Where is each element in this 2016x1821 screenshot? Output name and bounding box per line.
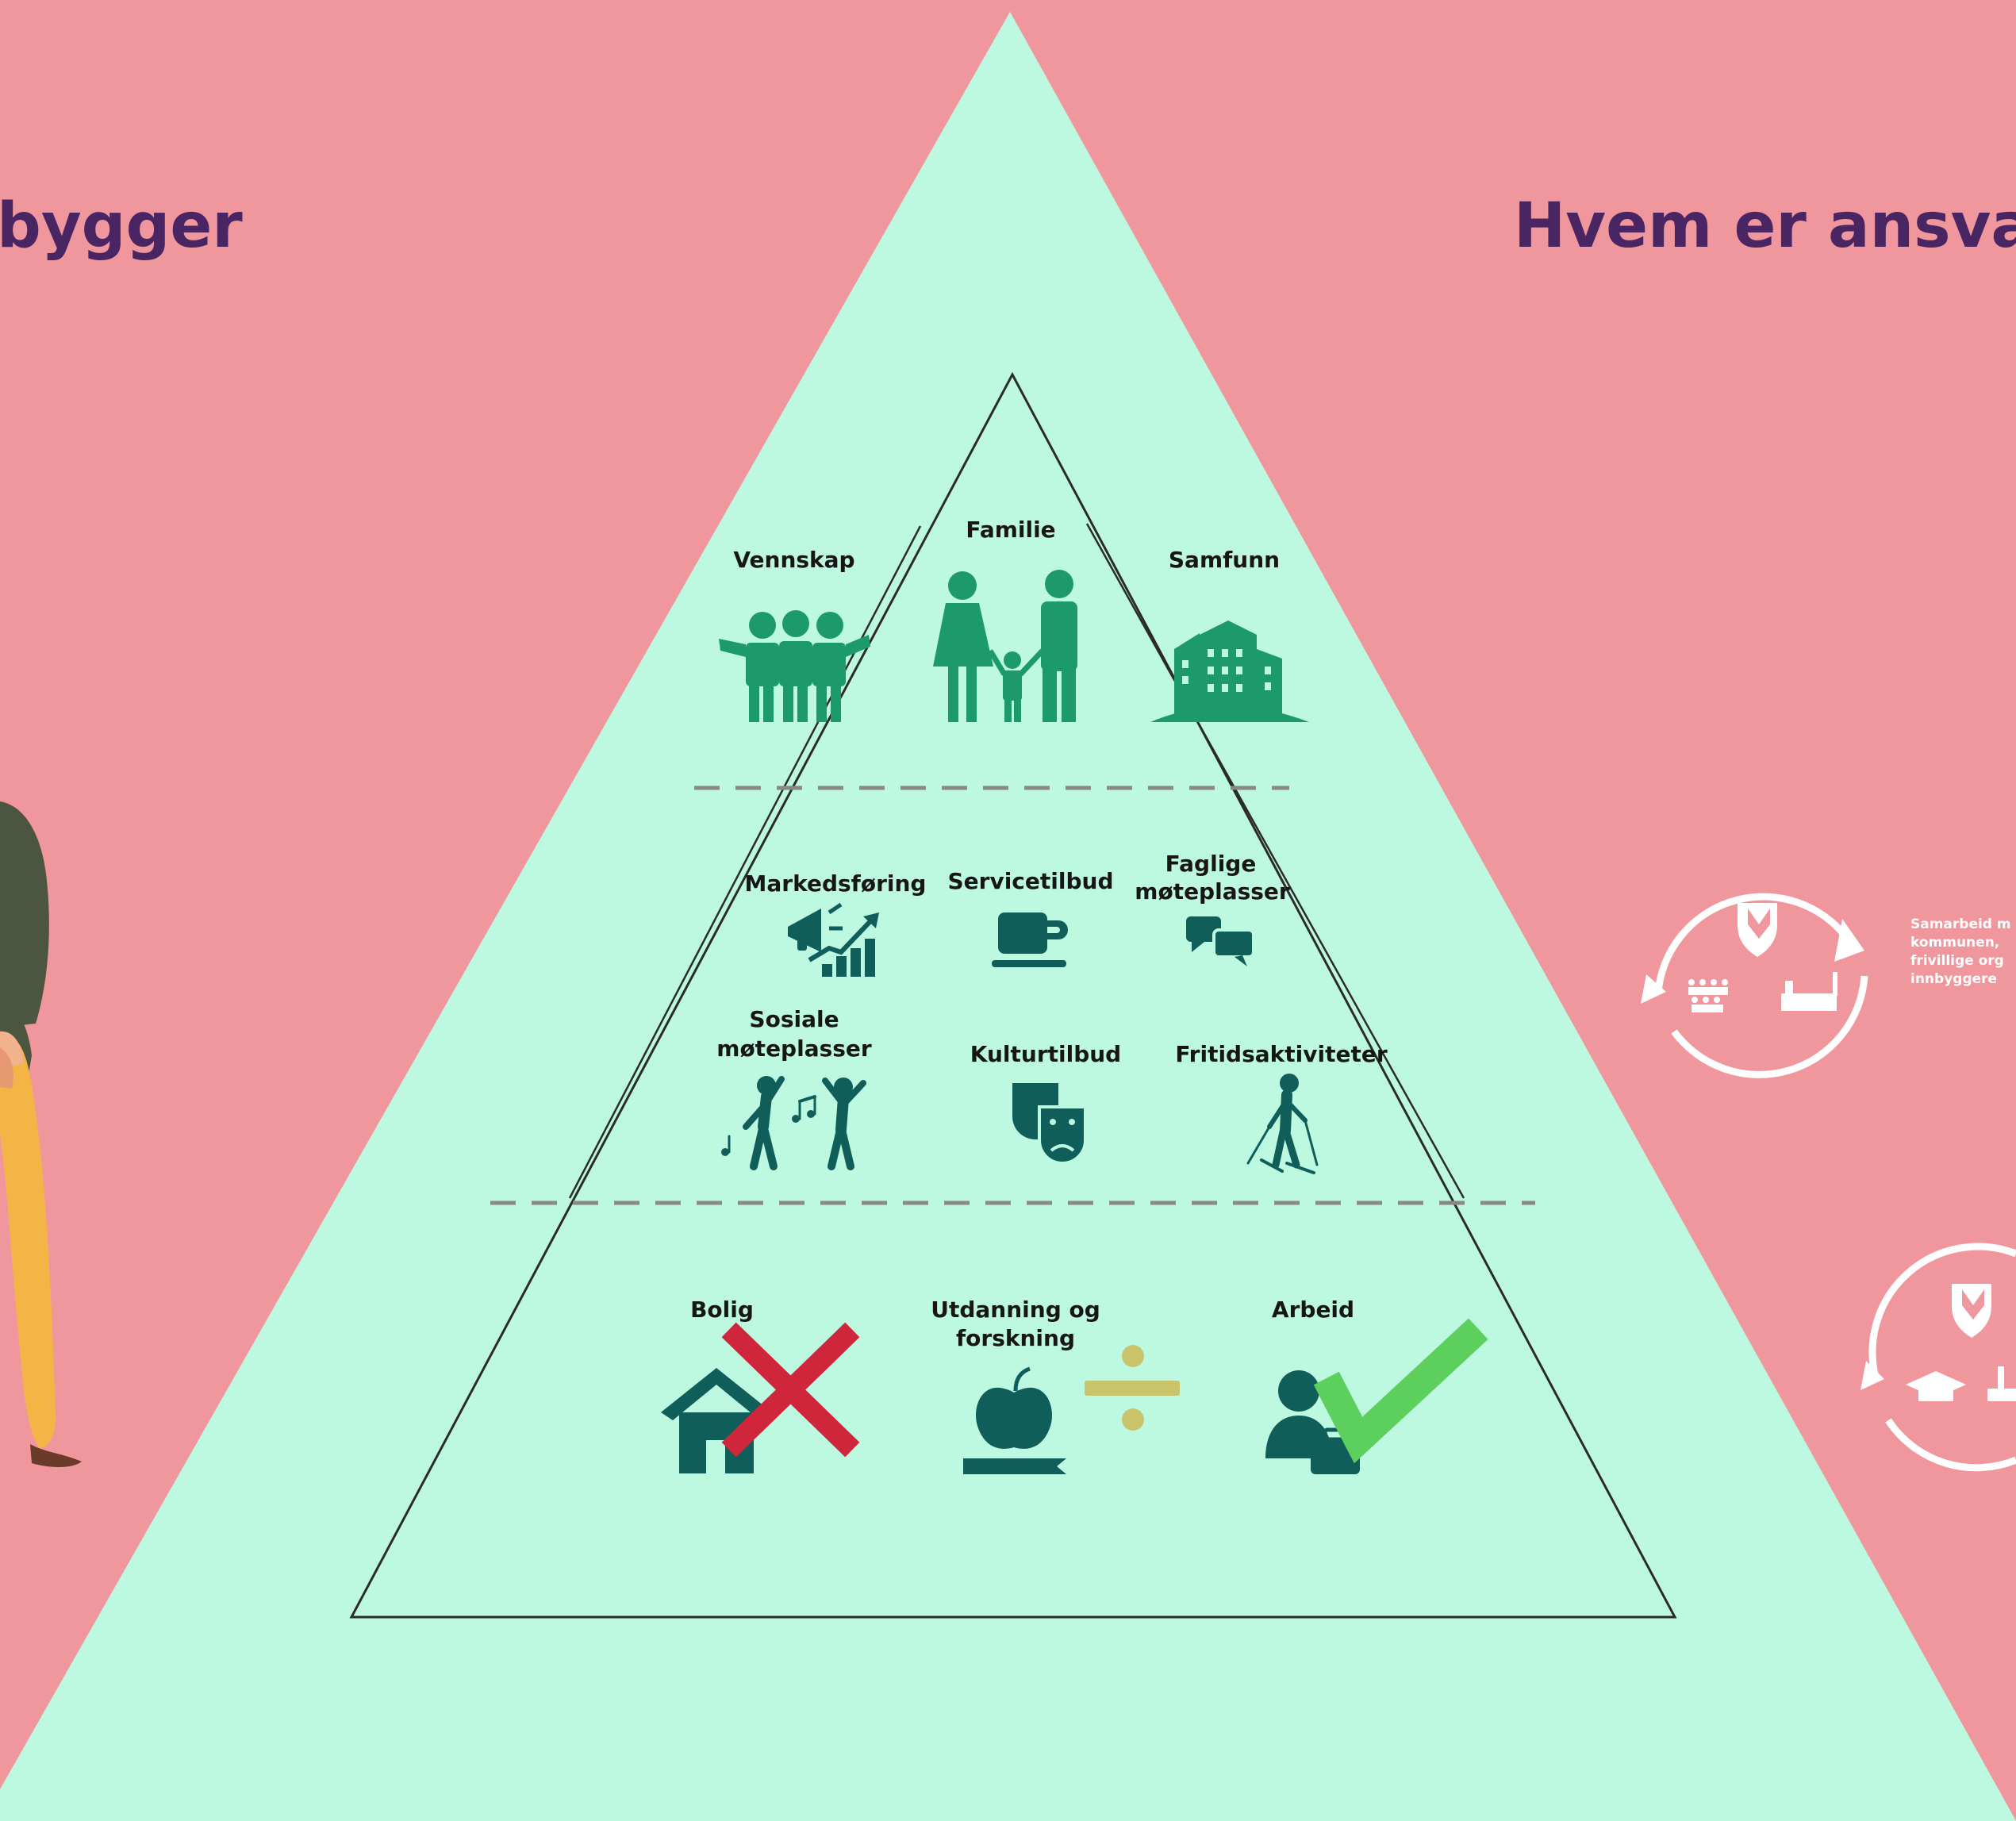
left-heading: bygger <box>0 190 243 262</box>
label-sosiale-moteplasser: møteplasser <box>716 1035 872 1062</box>
skier-icon <box>1246 1074 1319 1174</box>
label-kulturtilbud: Kulturtilbud <box>970 1041 1121 1067</box>
coffee-cup-icon <box>992 912 1068 967</box>
education-cycle-icon <box>1860 1243 2016 1472</box>
label-fritidsaktiviteter: Fritidsaktiviteter <box>1175 1041 1388 1067</box>
label-arbeid: Arbeid <box>1272 1297 1354 1323</box>
check-icon <box>1313 1318 1488 1464</box>
label-familie: Familie <box>966 517 1055 543</box>
divide-icon <box>1085 1345 1180 1431</box>
marketing-icon <box>788 902 879 977</box>
label-forskning: forskning <box>956 1325 1075 1351</box>
city-icon <box>1150 620 1309 722</box>
inner-pyramid-outline <box>349 371 1677 1619</box>
note-line-3: frivillige org <box>1910 953 2004 969</box>
note-line-4: innbyggere <box>1910 971 1997 987</box>
cross-icon <box>721 1322 860 1458</box>
chat-bubbles-icon <box>1186 916 1255 966</box>
theater-masks-icon <box>1012 1083 1087 1165</box>
note-line-2: kommunen, <box>1910 935 1999 951</box>
family-icon <box>933 570 1077 722</box>
label-servicetilbud: Servicetilbud <box>947 868 1113 894</box>
overlap-line-right <box>1085 523 1465 1199</box>
collaboration-cycle-icon <box>1641 893 1868 1078</box>
collaboration-note: Samarbeid m kommunen, frivillige org inn… <box>1910 916 2011 987</box>
label-sosiale: Sosiale <box>749 1006 839 1032</box>
apple-book-icon <box>963 1366 1066 1474</box>
friends-icon <box>719 610 870 722</box>
label-faglige: Faglige <box>1165 851 1257 877</box>
label-vennskap: Vennskap <box>733 547 854 573</box>
label-utdanning: Utdanning og <box>931 1297 1100 1323</box>
dancing-people-icon <box>721 1076 866 1170</box>
label-samfunn: Samfunn <box>1169 547 1280 573</box>
label-markedsforing: Markedsføring <box>745 870 927 897</box>
note-line-1: Samarbeid m <box>1910 916 2011 932</box>
label-bolig: Bolig <box>690 1297 754 1323</box>
right-heading: Hvem er ansvarli <box>1514 190 2016 262</box>
label-faglige-moteplasser: møteplasser <box>1135 878 1290 905</box>
house-icon <box>661 1368 772 1473</box>
person-illustration <box>0 801 82 1467</box>
